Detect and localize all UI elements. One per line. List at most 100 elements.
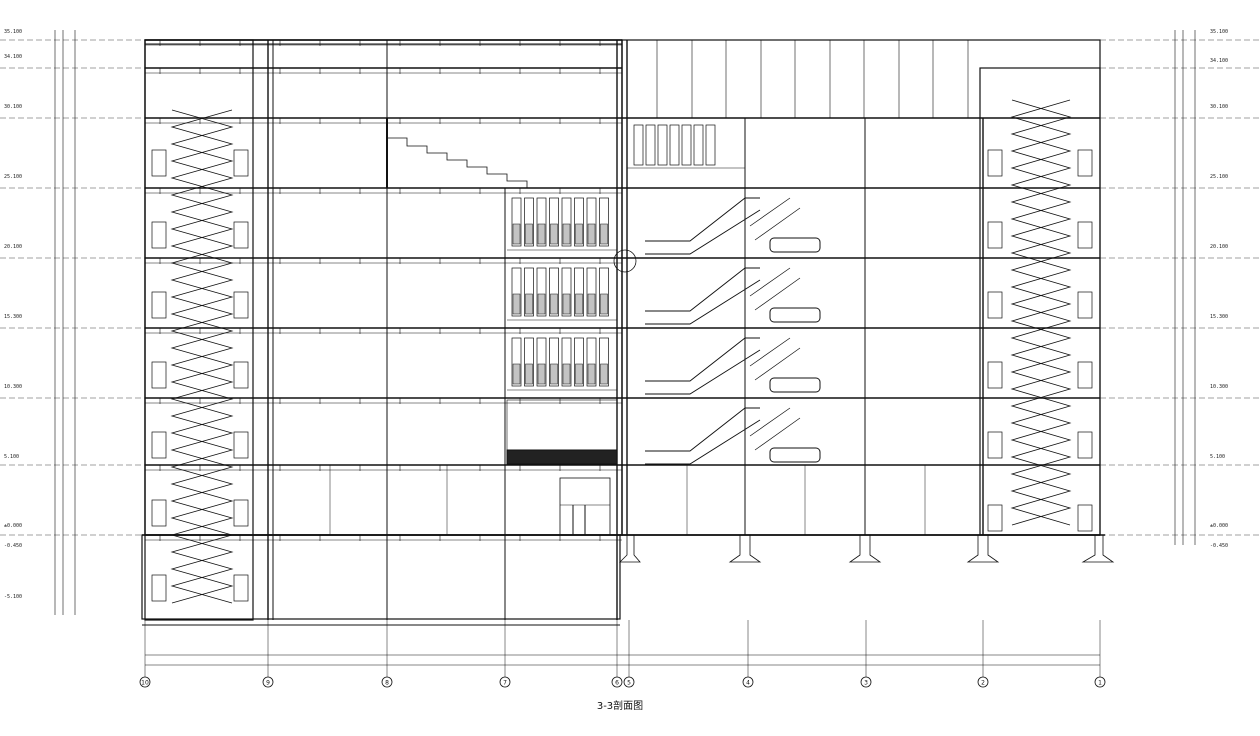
window-panel (574, 197, 584, 247)
basement (141, 534, 621, 620)
window-pane (550, 223, 558, 245)
door (1077, 361, 1093, 389)
level-label-left: 15.300 (4, 314, 22, 320)
axis-label: 1 (1098, 680, 1102, 687)
window-pane (562, 293, 571, 315)
window-pane (600, 363, 608, 385)
escalator (645, 419, 761, 465)
window-pane (575, 363, 583, 385)
door (987, 431, 1003, 459)
level-label-left: 5.100 (4, 454, 19, 460)
level-label-right: 30.100 (1210, 104, 1228, 110)
axis-bubble (611, 676, 623, 688)
window-pane (587, 223, 596, 245)
escalator (645, 209, 761, 255)
window-panel (511, 197, 522, 247)
window-panel (669, 124, 680, 166)
window-pane (512, 293, 521, 315)
level-label-right: 25.100 (1210, 174, 1228, 180)
level-label-right: 5.100 (1210, 454, 1225, 460)
window-panel (549, 337, 559, 387)
landing (769, 377, 821, 393)
level-label-left: ±0.000 (4, 523, 22, 529)
window-panel (633, 124, 644, 166)
axis-label: 7 (503, 680, 507, 687)
escalator (645, 337, 760, 382)
level-label-right: -0.450 (1210, 543, 1228, 549)
window-panel (511, 267, 522, 317)
axis-label: 8 (385, 680, 389, 687)
axis-label: 3 (864, 680, 868, 687)
door (233, 431, 249, 459)
door (151, 499, 167, 527)
axis-label: 4 (746, 680, 750, 687)
window-panel (536, 197, 547, 247)
window-panel (524, 197, 534, 247)
window-panel (645, 124, 656, 166)
axis-label: 6 (615, 680, 619, 687)
level-label-right: 20.100 (1210, 244, 1228, 250)
axis-label: 10 (141, 680, 149, 687)
window-pane (587, 363, 596, 385)
level-label-left: -5.100 (4, 594, 22, 600)
window-pane (537, 223, 546, 245)
window-pane (525, 293, 533, 315)
window-pane (587, 293, 596, 315)
level-label-right: 15.300 (1210, 314, 1228, 320)
facade-ribs (656, 40, 969, 118)
window-pane (512, 363, 521, 385)
door (233, 361, 249, 389)
level-label-left: 20.100 (4, 244, 22, 250)
stair-flight (170, 109, 234, 604)
window-pane (525, 223, 533, 245)
window-panel (524, 337, 534, 387)
escalator (645, 279, 761, 325)
axis-label: 2 (981, 680, 985, 687)
window-pane (537, 293, 546, 315)
window-pane (550, 293, 558, 315)
axis-bubble (381, 676, 393, 688)
escalator-rail (749, 197, 791, 227)
level-label-right: ±0.000 (1210, 523, 1228, 529)
axis-bubble (1094, 676, 1106, 688)
level-label-left: 30.100 (4, 104, 22, 110)
axis-label: 5 (627, 680, 631, 687)
window-pane (512, 223, 521, 245)
door (987, 361, 1003, 389)
door (233, 574, 249, 602)
axis-bubble (623, 676, 635, 688)
door (987, 149, 1003, 177)
right-block-outline (621, 39, 1101, 536)
door (1077, 291, 1093, 319)
window-panel (657, 124, 668, 166)
window-panel (549, 267, 559, 317)
level-label-left: -0.450 (4, 543, 22, 549)
axis-bubble (262, 676, 274, 688)
axis-bubble (139, 676, 151, 688)
window-pane (550, 363, 558, 385)
foundation-pads (619, 535, 1115, 563)
level-label-right: 34.100 (1210, 58, 1228, 64)
window-panel (599, 337, 609, 387)
escalator (645, 197, 760, 242)
door (987, 291, 1003, 319)
window-pane (525, 363, 533, 385)
landing (769, 447, 821, 463)
window-pane (537, 363, 546, 385)
window-pane (562, 363, 571, 385)
window-panel (574, 267, 584, 317)
door (151, 149, 167, 177)
door (987, 221, 1003, 249)
window-panel (586, 337, 597, 387)
axis-bubble (977, 676, 989, 688)
door (233, 149, 249, 177)
escalator-rail (754, 277, 801, 311)
level-label-left: 10.300 (4, 384, 22, 390)
window-panel (561, 197, 572, 247)
escalator-rail (749, 407, 791, 437)
door (1077, 149, 1093, 177)
level-label-right: 10.300 (1210, 384, 1228, 390)
window-panel (599, 197, 609, 247)
stair-flight (1010, 99, 1072, 526)
